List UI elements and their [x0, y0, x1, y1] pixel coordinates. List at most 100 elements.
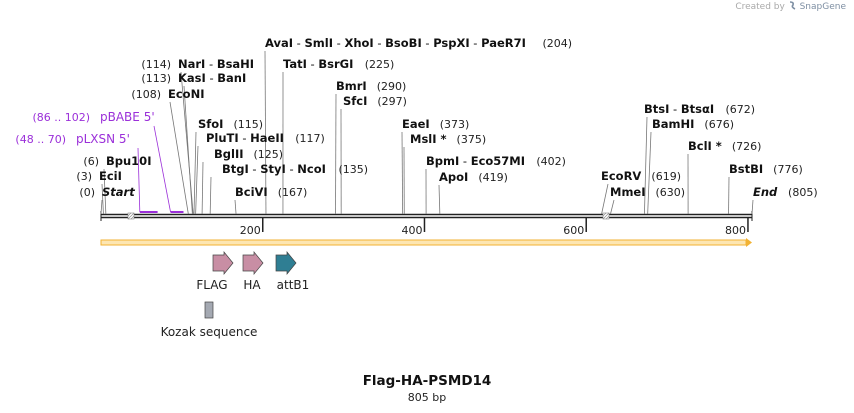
enzyme-name: Start [102, 185, 135, 199]
site-label: PluTI - HaeII [206, 131, 284, 145]
site-leader-line [201, 161, 204, 215]
site-label: MslI * [410, 132, 447, 146]
site-leader-line [195, 145, 199, 215]
primer-range: (48 .. 70) [15, 133, 66, 146]
enzyme-name: BstBI [729, 162, 763, 176]
enzyme-name: KasI [178, 71, 206, 85]
ruler-tick-label: 400 [401, 224, 422, 237]
site-label: EaeI [402, 117, 430, 131]
site-leader-line [100, 199, 103, 215]
site-label: AvaI - SmlI - XhoI - BsoBI - PspXI - Pae… [265, 36, 526, 50]
plasmid-size: 805 bp [407, 391, 447, 404]
enzyme-name: BsoBI [385, 36, 422, 50]
site-label: SfoI [198, 117, 223, 131]
site-label: EciI [99, 169, 122, 183]
enzyme-name: Bpu10I [106, 154, 151, 168]
site-position: (204) [542, 37, 572, 50]
site-label: MmeI [610, 185, 646, 199]
site-position: (619) [651, 170, 681, 183]
site-leader-line [401, 131, 404, 215]
snapgene-watermark: Created by SnapGene [735, 1, 846, 12]
site-position: (6) [83, 155, 99, 168]
feature-label: HA [243, 278, 261, 292]
site-separator: - [374, 36, 385, 50]
primer-leader-line [153, 125, 171, 213]
site-label: Start [102, 185, 135, 199]
primer-leader-line [137, 147, 141, 213]
enzyme-name: BclI * [688, 139, 722, 153]
site-position: (805) [788, 186, 818, 199]
enzyme-name: StyI [260, 162, 286, 176]
site-separator: - [206, 71, 217, 85]
ruler-tick-label: 600 [563, 224, 584, 237]
enzyme-name: Eco57MI [471, 154, 525, 168]
feature-label: Kozak sequence [161, 325, 258, 339]
site-label: EcoNI [168, 87, 204, 101]
enzyme-name: NcoI [297, 162, 326, 176]
site-position: (113) [141, 72, 171, 85]
enzyme-name: BmrI [336, 79, 367, 93]
site-label: BclI * [688, 139, 722, 153]
enzyme-name: BamHI [652, 117, 694, 131]
site-position: (375) [457, 133, 487, 146]
site-label: NarI - BsaHI [178, 57, 254, 71]
site-leader-line [101, 183, 104, 215]
enzyme-name: BpmI [426, 154, 459, 168]
site-leader-line [610, 199, 615, 215]
site-label: ApoI [439, 170, 468, 184]
site-position: (115) [233, 118, 263, 131]
site-label: End [753, 185, 778, 199]
enzyme-name: End [753, 185, 778, 199]
enzyme-name: BsaHI [217, 57, 254, 71]
site-position: (726) [732, 140, 762, 153]
plasmid-name: Flag-HA-PSMD14 [362, 373, 492, 389]
site-leader-line [647, 131, 652, 215]
enzyme-name: AvaI [265, 36, 293, 50]
feature-label: FLAG [196, 278, 227, 292]
enzyme-name: BanI [217, 71, 246, 85]
enzyme-name: NarI [178, 57, 205, 71]
site-label: BpmI - Eco57MI [426, 154, 525, 168]
site-label: KasI - BanI [178, 71, 246, 85]
site-separator: - [669, 102, 680, 116]
feature-arrow [242, 251, 264, 275]
feature-box [204, 301, 214, 319]
site-separator: - [333, 36, 344, 50]
enzyme-name: SfcI [343, 94, 367, 108]
enzyme-name: BtgI [222, 162, 249, 176]
orf-arrow-body [100, 239, 747, 246]
watermark-brand: SnapGene [799, 2, 846, 12]
site-label: BamHI [652, 117, 694, 131]
site-position: (297) [377, 95, 407, 108]
site-position: (672) [725, 103, 755, 116]
feature-arrow [212, 251, 234, 275]
enzyme-name: EaeI [402, 117, 430, 131]
enzyme-name: XhoI [344, 36, 373, 50]
primer-name: pBABE 5' [100, 110, 155, 124]
enzyme-name: PluTI [206, 131, 239, 145]
backbone-break-hatch [602, 212, 610, 220]
watermark-prefix: Created by [735, 2, 785, 12]
site-position: (373) [440, 118, 470, 131]
site-position: (135) [339, 163, 369, 176]
site-separator: - [307, 57, 318, 71]
site-label: TatI - BsrGI [283, 57, 353, 71]
site-position: (114) [141, 58, 171, 71]
enzyme-name: MmeI [610, 185, 646, 199]
site-label: SfcI [343, 94, 367, 108]
site-leader-line [234, 199, 237, 215]
primer-range: (86 .. 102) [32, 111, 90, 124]
site-position: (117) [295, 132, 325, 145]
site-leader-line [438, 184, 441, 215]
enzyme-name: EcoNI [168, 87, 204, 101]
site-position: (402) [536, 155, 566, 168]
enzyme-name: BsrGI [318, 57, 353, 71]
feature-label: attB1 [277, 278, 310, 292]
enzyme-name: SfoI [198, 117, 223, 131]
enzyme-name: BtsI [644, 102, 669, 116]
site-position: (676) [704, 118, 734, 131]
site-separator: - [249, 162, 260, 176]
feature-arrow [275, 251, 297, 275]
site-separator: - [239, 131, 250, 145]
site-separator: - [470, 36, 481, 50]
